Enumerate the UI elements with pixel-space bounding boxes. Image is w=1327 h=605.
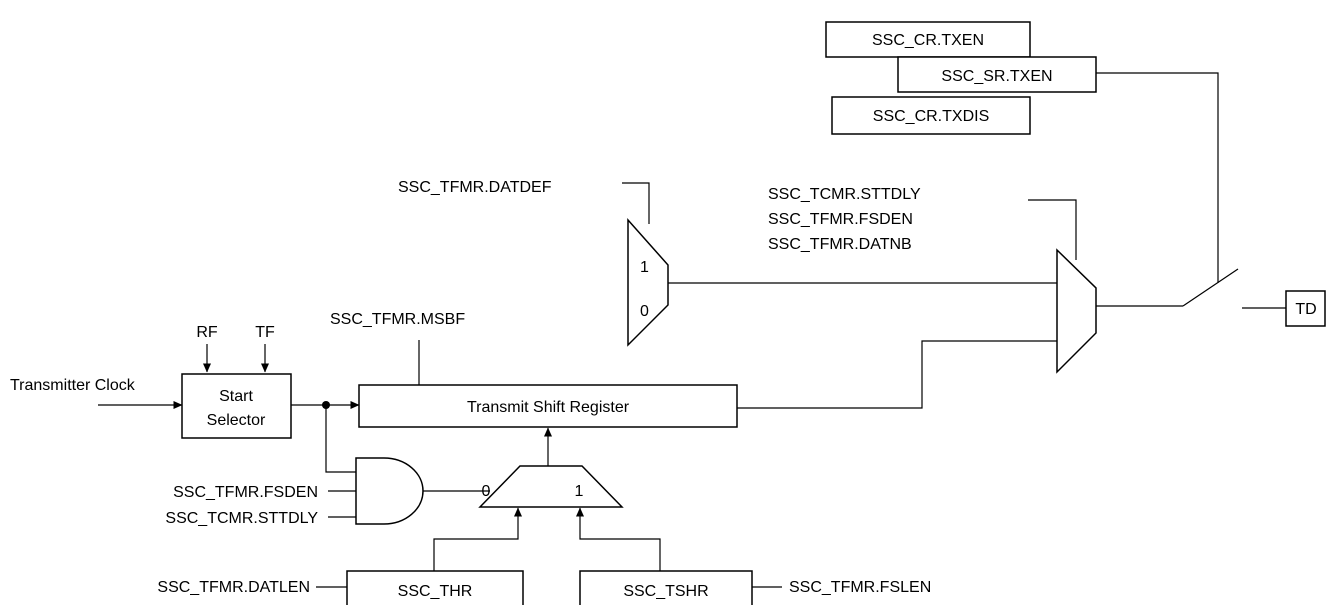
transmit-shift-register-label: Transmit Shift Register bbox=[467, 399, 630, 416]
transmit-shift-register bbox=[358, 384, 738, 428]
transmitter-clock-label: Transmitter Clock bbox=[10, 377, 136, 394]
cr-txdis-label: SSC_CR.TXDIS bbox=[873, 108, 989, 125]
upper-mux-input-0: 0 bbox=[640, 303, 649, 320]
junction-to-and-wire bbox=[325, 405, 356, 473]
cr-txen-box bbox=[825, 21, 1031, 58]
right-mux bbox=[1056, 248, 1097, 374]
tfmr-fsden-label: SSC_TFMR.FSDEN bbox=[768, 211, 913, 228]
sr-txen-label: SSC_SR.TXEN bbox=[941, 68, 1052, 85]
output-switch bbox=[1182, 268, 1239, 307]
tshr-to-mux-arrow bbox=[576, 507, 661, 574]
lower-mux bbox=[478, 465, 624, 508]
and-sttdly-label: SSC_TCMR.STTDLY bbox=[165, 510, 318, 527]
txen-enable-wire bbox=[1096, 72, 1219, 283]
sr-txen-box bbox=[897, 56, 1097, 93]
tfmr-datnb-label: SSC_TFMR.DATNB bbox=[768, 236, 912, 253]
tfmr-fslen-label: SSC_TFMR.FSLEN bbox=[789, 579, 931, 596]
td-box bbox=[1285, 290, 1326, 327]
tcmr-sttdly-label: SSC_TCMR.STTDLY bbox=[768, 186, 921, 203]
right-mux-select-wire bbox=[1028, 199, 1077, 260]
ssc-thr-label: SSC_THR bbox=[398, 583, 473, 600]
cr-txen-label: SSC_CR.TXEN bbox=[872, 32, 984, 49]
lower-mux-input-0: 0 bbox=[482, 483, 491, 500]
thr-to-mux-arrow bbox=[433, 507, 522, 574]
tfmr-datlen-label: SSC_TFMR.DATLEN bbox=[157, 579, 310, 596]
datdef-select-wire bbox=[622, 182, 650, 224]
ssc-thr-box bbox=[346, 570, 524, 605]
tfmr-datdef-label: SSC_TFMR.DATDEF bbox=[398, 179, 552, 196]
shift-register-output-wire bbox=[737, 340, 1057, 409]
upper-mux-input-1: 1 bbox=[640, 259, 649, 276]
upper-mux bbox=[627, 218, 669, 347]
start-selector-label-line1: Start bbox=[219, 388, 253, 405]
tfmr-msbf-label: SSC_TFMR.MSBF bbox=[330, 311, 465, 328]
rf-label: RF bbox=[196, 324, 218, 341]
ssc-tshr-box bbox=[579, 570, 753, 605]
lower-mux-input-1: 1 bbox=[575, 483, 584, 500]
td-label: TD bbox=[1295, 301, 1316, 318]
start-selector-label-line2: Selector bbox=[207, 412, 266, 429]
and-fsden-label: SSC_TFMR.FSDEN bbox=[173, 484, 318, 501]
ssc-tshr-label: SSC_TSHR bbox=[623, 583, 708, 600]
tf-label: TF bbox=[255, 324, 275, 341]
and-gate bbox=[355, 457, 424, 525]
cr-txdis-box bbox=[831, 96, 1031, 135]
start-selector-box bbox=[181, 373, 292, 439]
